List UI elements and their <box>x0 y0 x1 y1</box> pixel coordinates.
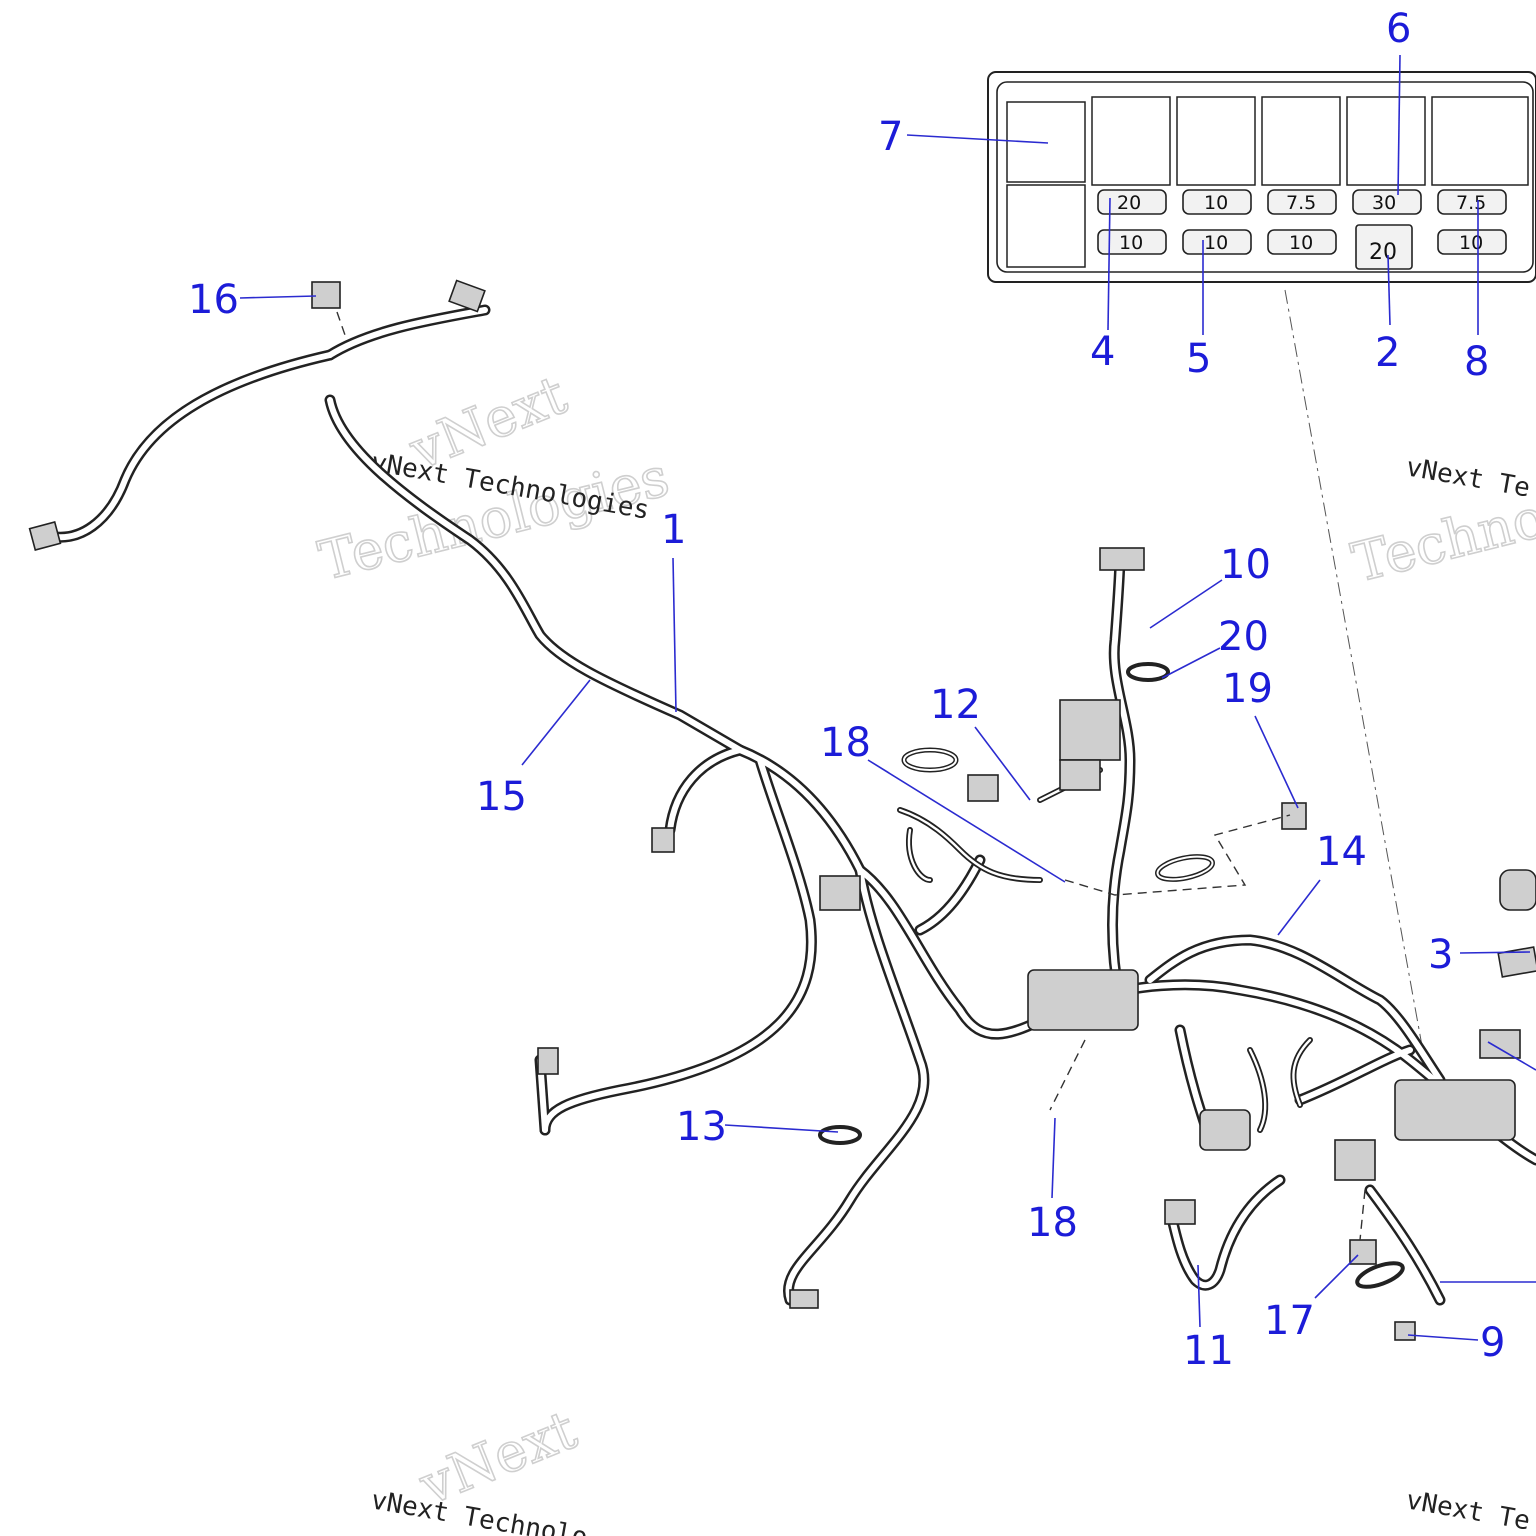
watermark-line-right: vNext Te <box>1404 452 1533 503</box>
callout-2: 2 <box>1375 330 1400 376</box>
fuse-bottom-5: 10 <box>1459 232 1483 254</box>
callout-9: 9 <box>1480 1320 1505 1366</box>
reference-line <box>1284 289 1431 1091</box>
callout-14: 14 <box>1316 829 1367 875</box>
fuse-top-1: 20 <box>1117 192 1141 214</box>
callout-12: 12 <box>930 682 981 728</box>
fuse-bottom-2: 10 <box>1204 232 1228 254</box>
callout-11: 11 <box>1183 1328 1234 1374</box>
fuse-box: 20 10 7.5 30 7.5 10 10 10 20 10 <box>987 71 1536 283</box>
watermark-line-bottom-right: vNext Te <box>1404 1485 1533 1536</box>
callout-19: 19 <box>1222 666 1273 712</box>
fuse-top-5: 7.5 <box>1456 192 1486 214</box>
fuse-top-2: 10 <box>1204 192 1228 214</box>
callout-5: 5 <box>1186 336 1211 382</box>
callout-16: 16 <box>188 277 239 323</box>
callout-15: 15 <box>476 774 527 820</box>
callout-4: 4 <box>1090 329 1115 375</box>
callout-18-top: 18 <box>820 720 871 766</box>
leader-lines <box>239 54 1536 1341</box>
callout-13: 13 <box>676 1104 727 1150</box>
wiring-harness <box>28 279 1536 1341</box>
callout-18-bottom: 18 <box>1027 1200 1078 1246</box>
callout-6: 6 <box>1386 6 1411 52</box>
callout-3: 3 <box>1428 932 1453 978</box>
callout-17: 17 <box>1264 1298 1315 1344</box>
callout-1: 1 <box>661 507 686 553</box>
callout-10: 10 <box>1220 542 1271 588</box>
fuse-bottom-1: 10 <box>1119 232 1143 254</box>
fuse-top-4: 30 <box>1372 192 1396 214</box>
fuse-top-3: 7.5 <box>1286 192 1316 214</box>
callout-7: 7 <box>878 114 903 160</box>
fuse-bottom-3: 10 <box>1289 232 1313 254</box>
callout-20: 20 <box>1218 614 1269 660</box>
callout-8: 8 <box>1464 339 1489 385</box>
callout-numbers: 6 7 4 5 2 8 16 1 15 10 20 19 12 18 14 3 … <box>188 6 1505 1374</box>
fuse-bottom-4: 20 <box>1369 240 1397 265</box>
